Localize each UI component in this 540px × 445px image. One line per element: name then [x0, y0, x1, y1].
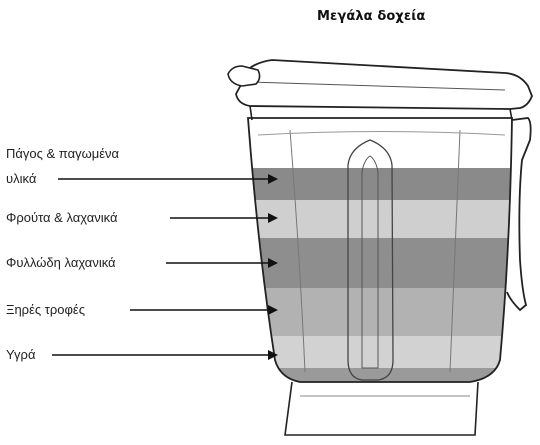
label-ice-line2: υλικά: [6, 171, 37, 186]
band-ice: [248, 168, 512, 200]
blade-column-inner: [361, 155, 379, 369]
jar-outline: [247, 117, 513, 383]
jar-rib-left: [289, 129, 306, 373]
band-leafy: [248, 238, 512, 288]
lid-seam: [249, 81, 506, 91]
jar-rib-right: [449, 129, 461, 373]
band-fruits: [248, 200, 512, 238]
blade-column: [347, 139, 394, 381]
jar-lid: [235, 59, 533, 110]
lid-plug: [227, 65, 261, 87]
lid-collar: [249, 105, 513, 121]
diagram-title: Μεγάλα δοχεία: [317, 9, 426, 24]
label-leafy: Φυλλώδη λαχανικά: [6, 255, 116, 270]
band-dry: [248, 288, 512, 336]
band-bottom: [248, 368, 512, 382]
label-liquids: Υγρά: [6, 347, 36, 362]
jar-handle: [506, 117, 532, 312]
jar-rim-line: [257, 131, 506, 136]
jar-base: [284, 381, 479, 436]
band-liquids: [248, 336, 512, 368]
label-fruits: Φρούτα & λαχανικά: [6, 210, 118, 225]
label-dry: Ξηρές τροφές: [6, 302, 85, 317]
label-ice-line1: Πάγος & παγωμένα: [6, 146, 120, 161]
